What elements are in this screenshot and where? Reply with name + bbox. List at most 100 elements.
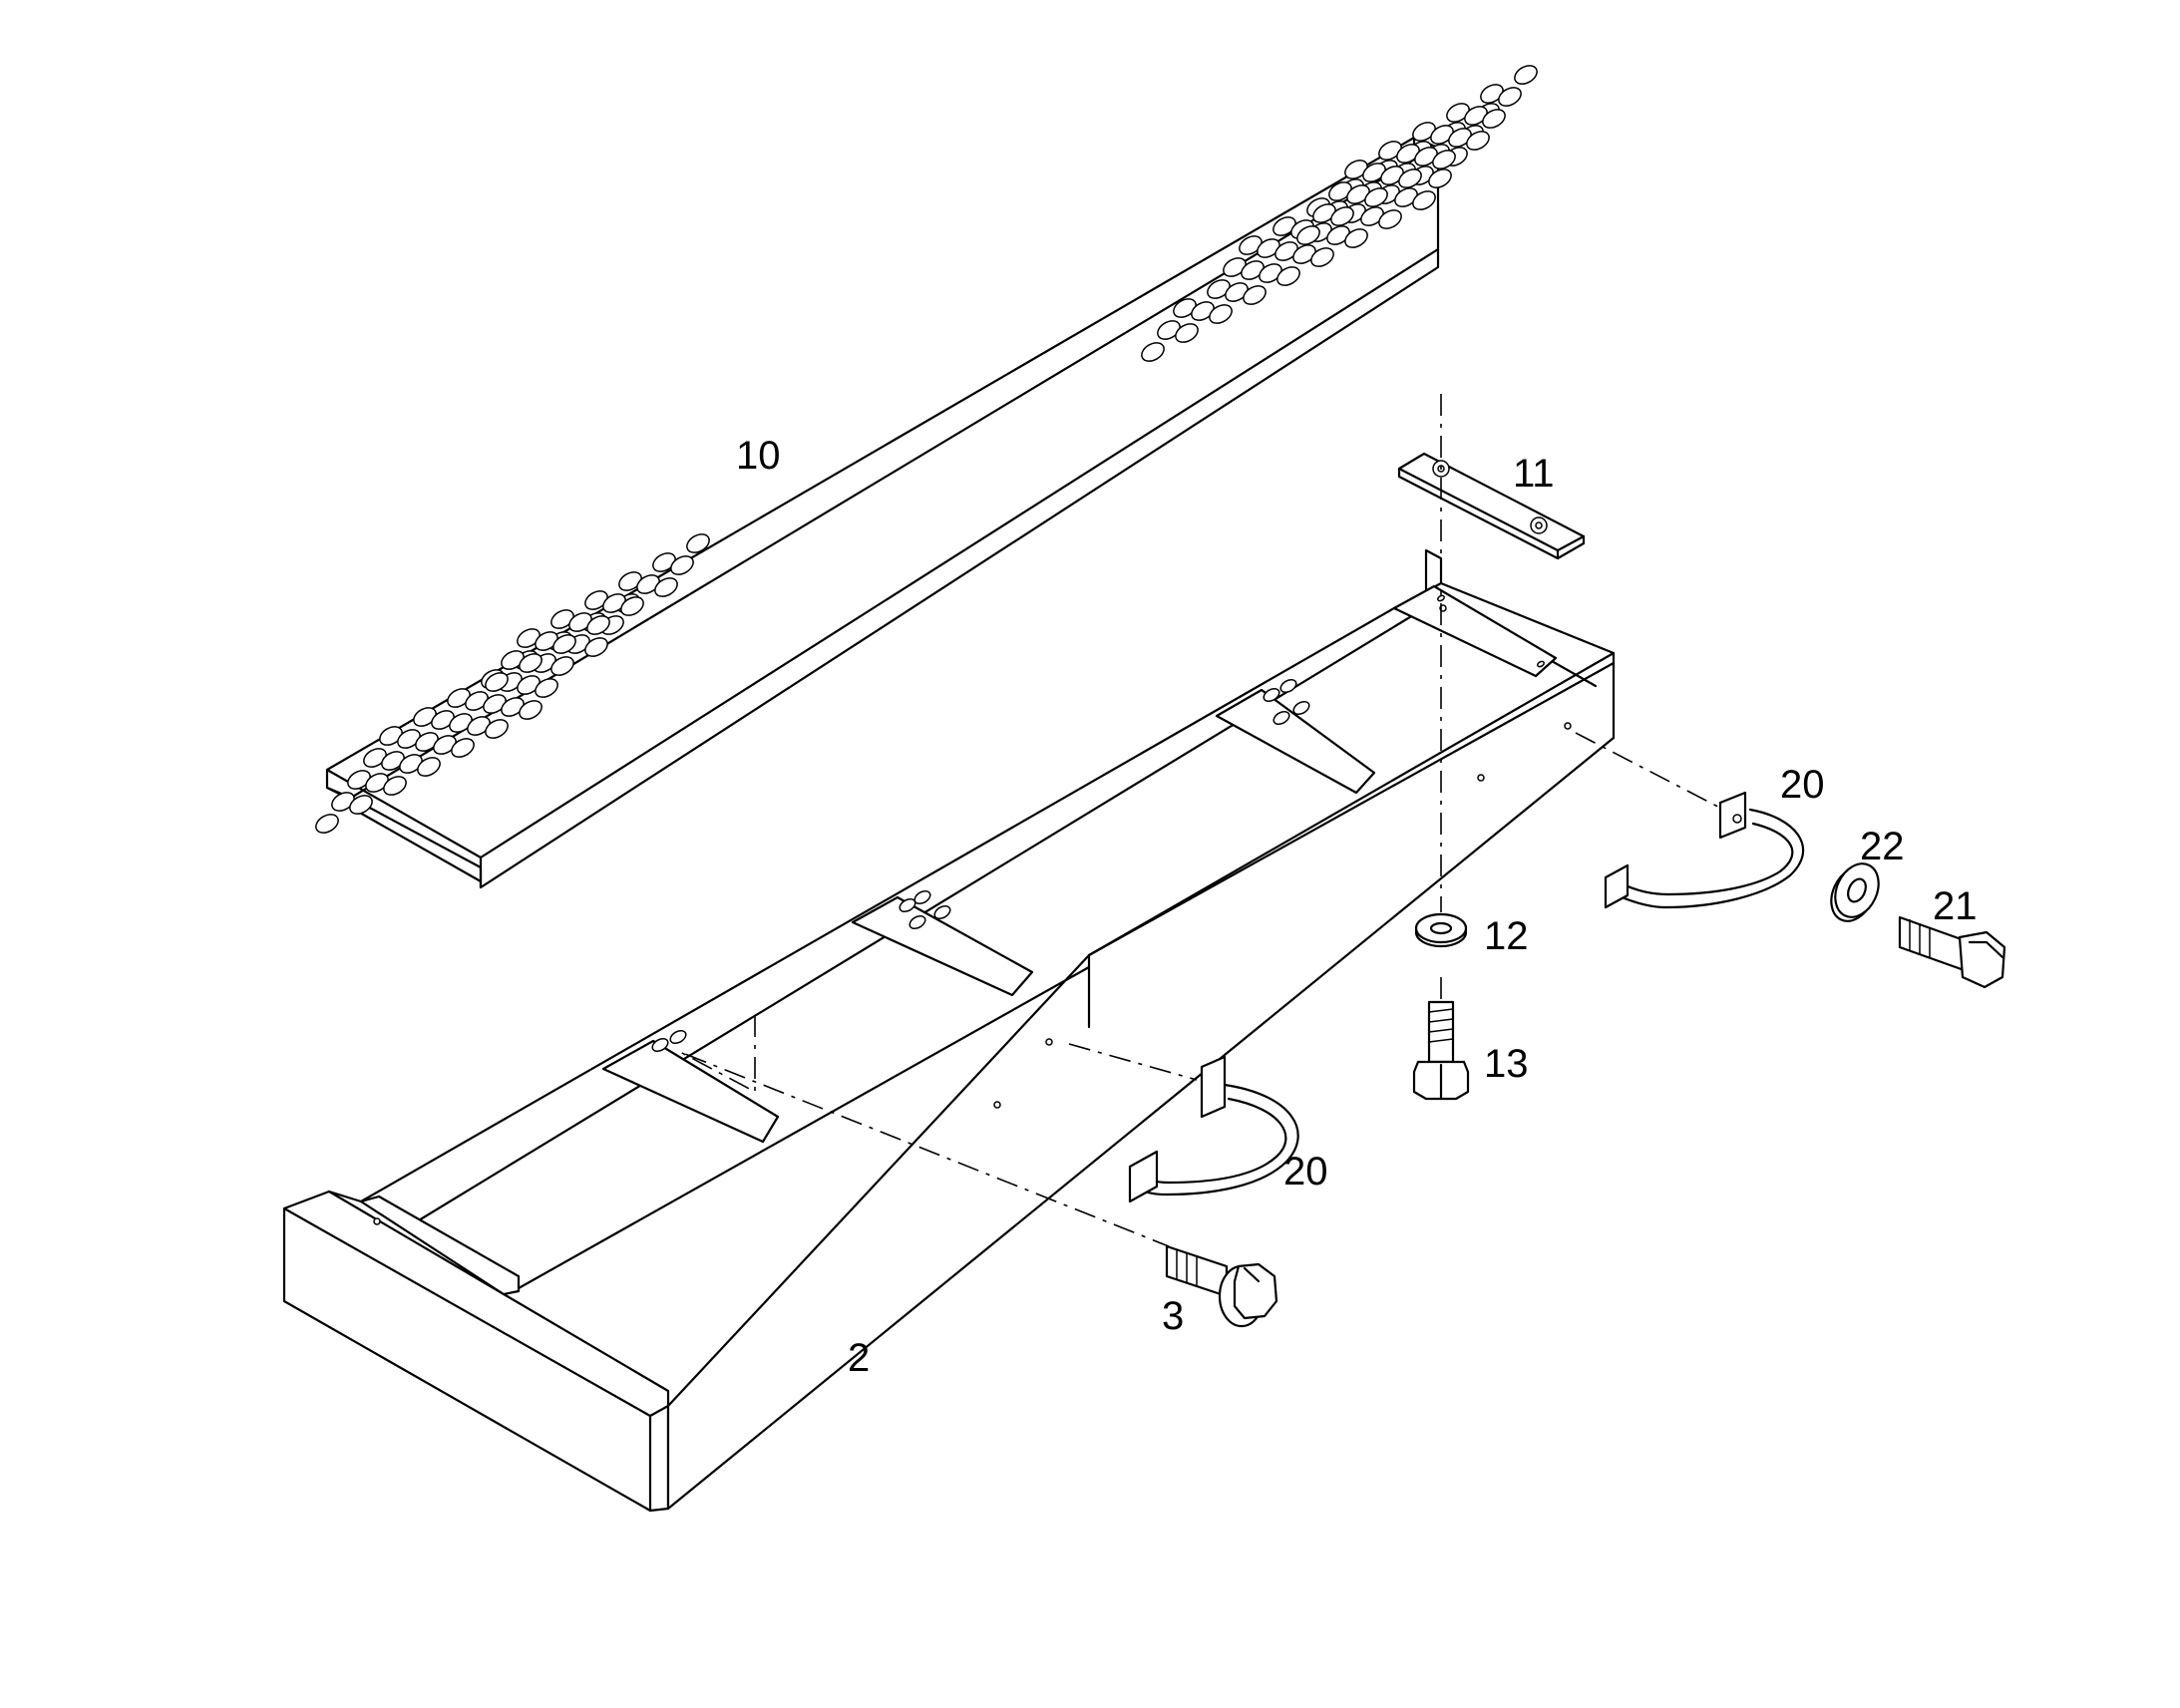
perforation-hole xyxy=(431,710,455,730)
perforation-hole xyxy=(451,738,475,758)
perforation-hole xyxy=(584,637,608,657)
perforation-hole xyxy=(397,729,421,749)
perforation-hole xyxy=(586,615,610,635)
frame-hole xyxy=(1292,700,1310,716)
perforation-hole xyxy=(618,571,642,591)
label-20-left: 20 xyxy=(1283,1150,1328,1194)
perforation-hole xyxy=(1344,160,1368,179)
perforation-hole xyxy=(1482,109,1506,129)
frame-hole xyxy=(1537,660,1545,668)
perforation-hole xyxy=(1466,131,1490,151)
perforation-hole xyxy=(447,688,471,708)
perforation-hole xyxy=(363,748,387,768)
bolt-hex-right xyxy=(1898,915,2006,989)
perforation-hole xyxy=(519,653,543,673)
perforation-hole xyxy=(517,675,541,695)
perforation-hole xyxy=(686,533,710,553)
perforation-hole xyxy=(1364,187,1388,207)
cover-plate xyxy=(1397,452,1586,560)
frame-hole xyxy=(1279,678,1297,694)
label-10: 10 xyxy=(736,434,781,478)
perforation-hole xyxy=(1326,225,1350,245)
perforation-hole xyxy=(381,751,405,771)
perforation-hole xyxy=(349,795,373,815)
perforation-hole xyxy=(1362,163,1386,182)
perforation-hole xyxy=(550,656,574,676)
perforation-hole xyxy=(315,814,339,834)
perforation-hole xyxy=(1412,190,1436,210)
perforation-hole xyxy=(1430,125,1454,145)
perforation-hole xyxy=(347,770,371,790)
label-20-right: 20 xyxy=(1780,763,1825,807)
flange-bolt xyxy=(1165,1244,1278,1328)
frame-hole xyxy=(1437,594,1445,602)
perforation-hole xyxy=(1207,279,1231,299)
perforation-hole xyxy=(413,707,437,727)
perforation-hole xyxy=(1432,150,1456,170)
perforation-hole xyxy=(620,596,644,616)
perforation-hole xyxy=(1274,241,1298,261)
step-cover xyxy=(315,65,1538,889)
perforation-hole xyxy=(467,716,491,736)
label-21: 21 xyxy=(1933,884,1978,928)
perforation-hole xyxy=(1412,122,1436,142)
perforation-hole xyxy=(1257,238,1280,258)
perforation-hole xyxy=(670,555,694,575)
perforation-hole xyxy=(1173,298,1197,318)
perforation-hole xyxy=(1428,169,1452,188)
perforation-hole xyxy=(1243,285,1267,305)
perforation-holes xyxy=(315,65,1538,834)
perforation-hole xyxy=(449,713,473,733)
perforation-hole xyxy=(1398,169,1422,188)
perforation-hole xyxy=(465,691,489,711)
perforation-hole xyxy=(501,697,525,717)
perforation-hole xyxy=(1328,181,1352,201)
label-12: 12 xyxy=(1484,914,1529,958)
perforation-hole xyxy=(1396,144,1420,164)
frame-hole xyxy=(1272,710,1290,726)
perforation-hole xyxy=(485,719,509,739)
label-11: 11 xyxy=(1513,452,1555,496)
handle-left xyxy=(1128,1055,1299,1203)
perforation-hole xyxy=(1498,87,1522,107)
perforation-hole xyxy=(1296,225,1320,245)
frame-hole xyxy=(1263,687,1280,703)
frame-hole xyxy=(669,1029,687,1045)
perforation-hole xyxy=(535,678,558,698)
handle-right xyxy=(1604,791,1805,909)
perforation-hole xyxy=(1312,203,1336,223)
perforation-hole xyxy=(1241,260,1265,280)
washer-large xyxy=(1830,862,1880,922)
washer-small xyxy=(1414,912,1468,948)
frame-hole xyxy=(908,914,926,930)
perforation-hole xyxy=(1394,187,1418,207)
perforation-hole xyxy=(1272,216,1296,236)
perforation-hole xyxy=(1223,257,1247,277)
perforation-hole xyxy=(636,574,660,594)
perforation-hole xyxy=(415,732,439,752)
perforation-hole xyxy=(1292,244,1316,264)
perforation-hole xyxy=(550,609,574,629)
perforation-hole xyxy=(1175,323,1199,343)
perforation-hole xyxy=(1344,228,1368,248)
perforation-hole xyxy=(1380,166,1404,185)
perforation-hole xyxy=(584,590,608,610)
perforation-hole xyxy=(1414,147,1438,167)
label-2: 2 xyxy=(848,1336,870,1380)
perforation-hole xyxy=(1225,282,1249,302)
bolt-vertical xyxy=(1412,1000,1470,1101)
perforation-hole xyxy=(1360,206,1384,226)
assembly-lines xyxy=(679,394,1736,1247)
perforation-hole xyxy=(485,672,509,692)
perforation-hole xyxy=(1448,128,1472,148)
perforation-hole xyxy=(1480,84,1504,104)
perforation-hole xyxy=(535,631,558,651)
perforation-hole xyxy=(568,612,592,632)
perforation-hole xyxy=(1378,209,1402,229)
perforation-hole xyxy=(1378,141,1402,161)
perforation-hole xyxy=(1157,320,1181,340)
label-13: 13 xyxy=(1484,1042,1529,1086)
perforation-hole xyxy=(552,634,576,654)
